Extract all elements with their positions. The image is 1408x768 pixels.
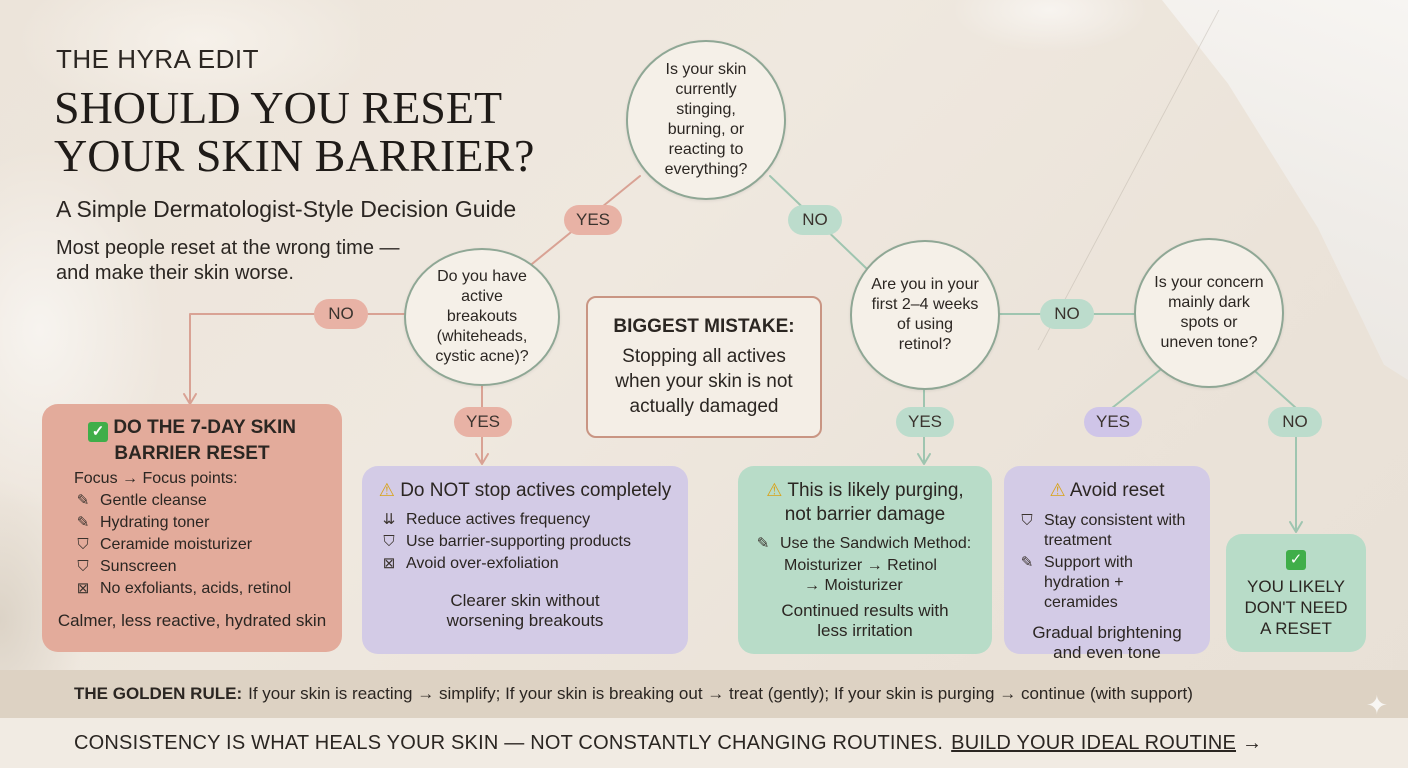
list-item: ✎Use the Sandwich Method: xyxy=(754,533,978,555)
list-item: ⛉Ceramide moisturizer xyxy=(74,534,328,556)
build-routine-link[interactable]: BUILD YOUR IDEAL ROUTINE xyxy=(951,731,1237,754)
dropper-icon: ✎ xyxy=(76,492,90,509)
label-q3-no: NO xyxy=(1040,299,1094,329)
purge-heading: ⚠ This is likely purging, not barrier da… xyxy=(766,480,964,525)
avoid-reset-outcome-box: ⚠ Avoid reset ⛉Stay consistent with trea… xyxy=(1004,466,1210,662)
shield-icon: ⛉ xyxy=(77,536,89,553)
page-title: SHOULD YOU RESET YOUR SKIN BARRIER? xyxy=(54,82,535,181)
mistake-body: Stopping all actives when your skin is n… xyxy=(615,346,793,417)
label-q2-no: NO xyxy=(314,299,368,329)
purge-method-line3: → Moisturizer xyxy=(804,577,903,594)
label-q4-yes: YES xyxy=(1084,407,1142,437)
mistake-heading: BIGGEST MISTAKE: xyxy=(613,316,795,337)
no-icon: ⊠ xyxy=(382,555,396,572)
no-icon: ⊠ xyxy=(76,580,90,597)
no-reset-text: YOU LIKELY DON'T NEED A RESET xyxy=(1244,577,1348,638)
list-item: ⛉Sunscreen xyxy=(74,556,328,578)
label-q2-yes: YES xyxy=(454,407,512,437)
check-icon: ✓ xyxy=(1240,546,1352,570)
arrow-q3-yes xyxy=(917,453,931,465)
label-q1-yes: YES xyxy=(564,205,622,235)
actives-outcome-box: ⚠ Do NOT stop actives completely ⇊Reduce… xyxy=(362,466,688,654)
dropper-icon: ✎ xyxy=(76,514,90,531)
connector-q2-no xyxy=(189,313,406,403)
label-q1-no: NO xyxy=(788,205,842,235)
page-subtitle: A Simple Dermatologist-Style Decision Gu… xyxy=(56,196,517,222)
label-q4-no: NO xyxy=(1268,407,1322,437)
connector-q4-yes xyxy=(1111,369,1161,409)
avoid-heading: ⚠ Avoid reset xyxy=(1049,480,1165,501)
reset-result: Calmer, less reactive, hydrated skin xyxy=(57,611,327,630)
purge-method-line2: Moisturizer → Retinol xyxy=(784,557,937,574)
warning-icon: ⚠ xyxy=(1049,480,1066,500)
list-item: ⛉Stay consistent with treatment xyxy=(1018,511,1196,551)
list-item: ⛉Use barrier-supporting products xyxy=(380,531,674,553)
check-icon: ✓ xyxy=(88,422,109,442)
list-item: ✎Support with hydration + ceramides xyxy=(1018,553,1196,613)
biggest-mistake-callout: BIGGEST MISTAKE: Stopping all actives wh… xyxy=(586,296,822,438)
dropper-icon: ✎ xyxy=(756,535,770,552)
golden-rule-banner: THE GOLDEN RULE: If your skin is reactin… xyxy=(0,670,1408,718)
arrow-q4-no xyxy=(1289,521,1303,533)
shield-icon: ⛉ xyxy=(1021,512,1033,529)
question-node-1: Is your skin currently stinging, burning… xyxy=(626,40,786,200)
arrow-q2-yes xyxy=(475,453,489,465)
list-item: ⊠Avoid over-exfoliation xyxy=(380,553,674,575)
list-item: ⇊Reduce actives frequency xyxy=(380,509,674,531)
golden-rule-text: If your skin is reacting → simplify; If … xyxy=(248,684,1193,703)
question-node-3: Are you in your first 2–4 weeks of using… xyxy=(850,240,1000,390)
warning-icon: ⚠ xyxy=(378,480,395,500)
reset-focus: Focus → Focus points: xyxy=(74,470,238,487)
actives-result: Clearer skin without worsening breakouts xyxy=(446,591,604,630)
question-node-4: Is your concern mainly dark spots or une… xyxy=(1134,238,1284,388)
question-node-2: Do you have active breakouts (whiteheads… xyxy=(404,248,560,386)
avoid-result: Gradual brightening and even tone xyxy=(1032,623,1182,662)
list-item: ✎Gentle cleanse xyxy=(74,490,328,512)
list-item: ✎Hydrating toner xyxy=(74,512,328,534)
reduce-icon: ⇊ xyxy=(382,511,396,528)
label-q3-yes: YES xyxy=(896,407,954,437)
warning-icon: ⚠ xyxy=(766,480,783,500)
golden-rule-label: THE GOLDEN RULE: xyxy=(74,684,243,703)
footer-banner: CONSISTENCY IS WHAT HEALS YOUR SKIN — NO… xyxy=(0,718,1408,768)
reset-heading: ✓ DO THE 7-DAY SKIN BARRIER RESET xyxy=(56,416,328,466)
no-reset-outcome-box: ✓ YOU LIKELY DON'T NEED A RESET xyxy=(1226,534,1366,652)
shield-icon: ⛉ xyxy=(77,558,89,575)
arrow-right-icon: → xyxy=(1242,731,1263,754)
shield-icon: ⛉ xyxy=(383,533,395,550)
intro-text: Most people reset at the wrong time — an… xyxy=(56,237,400,284)
dropper-icon: ✎ xyxy=(1020,554,1034,571)
reset-outcome-box: ✓ DO THE 7-DAY SKIN BARRIER RESET Focus … xyxy=(42,404,342,652)
list-item: ⊠No exfoliants, acids, retinol xyxy=(74,578,328,600)
purge-outcome-box: ⚠ This is likely purging, not barrier da… xyxy=(738,466,992,654)
connector-q4-no xyxy=(1255,371,1297,409)
brand-kicker: THE HYRA EDIT xyxy=(56,44,259,74)
actives-heading: ⚠ Do NOT stop actives completely xyxy=(378,480,672,501)
purge-result: Continued results with less irritation xyxy=(781,601,949,640)
fabric-top-background xyxy=(920,0,1180,120)
sparkle-icon: ✦ xyxy=(1366,690,1388,720)
footer-text: CONSISTENCY IS WHAT HEALS YOUR SKIN — NO… xyxy=(74,731,944,754)
